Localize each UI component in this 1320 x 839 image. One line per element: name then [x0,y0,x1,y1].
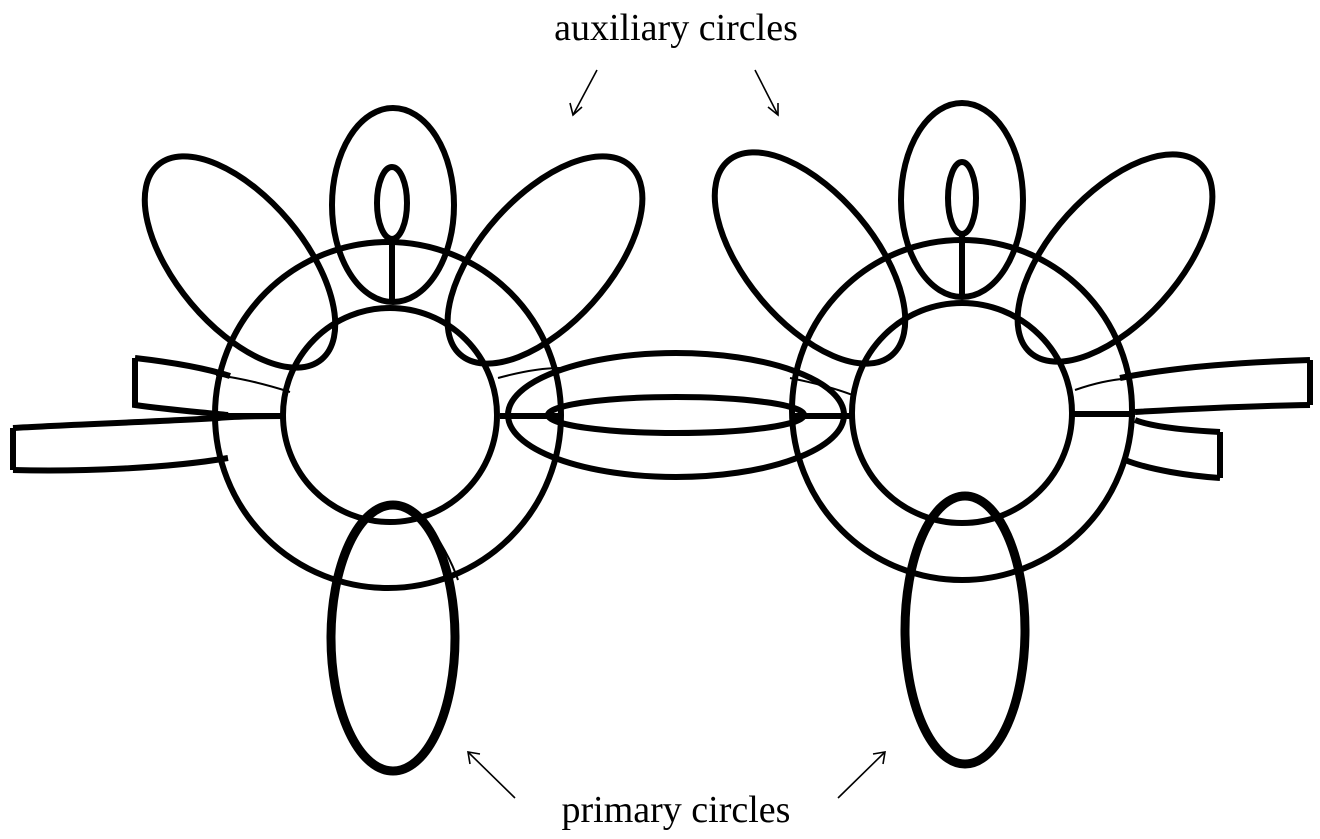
left-aux-loop-left [141,153,339,371]
left-torus-outer-ring [212,239,564,591]
strand-right-upper [1119,357,1313,415]
left-aux-loop-right [444,153,646,367]
primary-arrow-right [837,751,886,799]
right-auxiliary-circles [711,100,1216,367]
auxiliary-circles-label: auxiliary circles [554,7,798,49]
right-torus-inner-ring [849,300,1075,526]
strand-right-lower [1123,417,1223,481]
left-auxiliary-circles [141,105,646,371]
left-torus [212,239,564,591]
right-aux-loop-right [1014,151,1216,365]
auxiliary-arrow-left [569,69,598,117]
right-aux-loop-top-inner [945,159,979,237]
right-primary-circle [900,491,1030,769]
right-aux-loop-left [711,149,909,367]
left-torus-inner-ring [280,305,500,525]
strand-left-lower [10,413,286,474]
left-primary-circle [326,500,460,776]
auxiliary-arrow-right [754,69,779,117]
left-aux-loop-top-inner [374,164,410,242]
primary-arrow-left [467,751,516,799]
primary-circles-label: primary circles [562,789,791,831]
